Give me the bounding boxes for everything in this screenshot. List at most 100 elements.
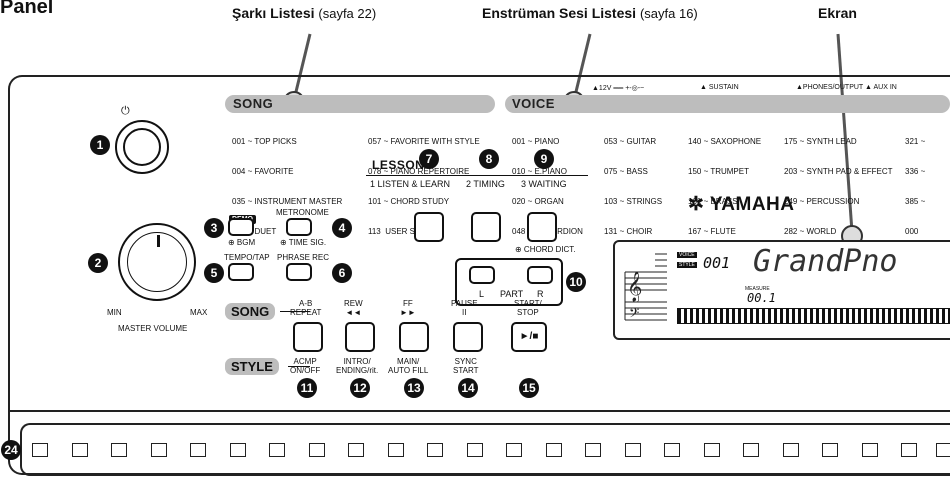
lcd-style-tag: STYLE: [677, 262, 697, 268]
dc-in-label: ▲12V ══ +-◎-−: [592, 85, 645, 92]
voice-icon[interactable]: [862, 443, 878, 457]
song-tag: SONG: [225, 303, 276, 320]
sync-start-label: SYNC START: [453, 357, 479, 375]
svg-text:𝄢: 𝄢: [629, 305, 639, 324]
lesson-waiting-button[interactable]: [527, 212, 557, 242]
voice-icon[interactable]: [269, 443, 285, 457]
phrase-rec-label: PHRASE REC: [277, 253, 330, 262]
voice-icon[interactable]: [822, 443, 838, 457]
song-bar-label: SONG: [233, 96, 274, 111]
lcd-voice-tag: VOICE: [677, 252, 697, 258]
voice-range: 249 ~ PERCUSSION: [784, 197, 860, 206]
voice-range: 001 ~ PIANO: [512, 137, 560, 146]
metronome-label: METRONOME: [276, 208, 329, 217]
bgm-label: ⊕ BGM: [228, 238, 256, 247]
voice-icon[interactable]: [936, 443, 950, 457]
voice-range: 020 ~ ORGAN: [512, 197, 564, 206]
voice-icon[interactable]: [348, 443, 364, 457]
voice-icon[interactable]: [625, 443, 641, 457]
voice-icon[interactable]: [388, 443, 404, 457]
time-sig-label: ⊕ TIME SIG.: [280, 238, 327, 247]
num-8: 8: [479, 149, 499, 169]
lcd-voice-name: GrandPno: [753, 244, 898, 279]
voice-bar-label: VOICE: [512, 96, 555, 111]
num-12: 12: [350, 378, 370, 398]
voice-icon[interactable]: [32, 443, 48, 457]
song-list-callout-page: (sayfa 22): [318, 6, 377, 21]
phrase-rec-button[interactable]: [286, 263, 312, 281]
yamaha-emblem-icon: ✲: [688, 194, 705, 215]
part-group: [455, 258, 563, 306]
lcd-measure-value: 00.1: [747, 291, 776, 305]
voice-icon[interactable]: [546, 443, 562, 457]
lcd-display: 𝄞 𝄢 VOICE STYLE 001 GrandPno MEASURE 00.…: [613, 240, 950, 340]
acmp-ab-repeat-button[interactable]: [293, 322, 323, 352]
power-switch[interactable]: [115, 120, 169, 174]
song-list-callout: Şarkı Listesi (sayfa 22): [232, 5, 376, 21]
num-10: 10: [566, 272, 586, 292]
song-range: 057 ~ FAVORITE WITH STYLE: [368, 137, 480, 146]
ff-label: FF ►►: [400, 299, 416, 317]
voice-icon[interactable]: [427, 443, 443, 457]
sustain-label: ▲ SUSTAIN: [700, 84, 739, 91]
part-r-button[interactable]: [527, 266, 553, 284]
lcd-keyboard-icon: [677, 308, 950, 324]
intro-rew-button[interactable]: [345, 322, 375, 352]
num-15: 15: [519, 378, 539, 398]
voice-icon[interactable]: [72, 443, 88, 457]
phones-label: ▲PHONES/OUTPUT ▲ AUX IN: [796, 84, 897, 91]
num-14: 14: [458, 378, 478, 398]
start-stop-button[interactable]: ►/■: [511, 322, 547, 352]
tempo-tap-button[interactable]: [228, 263, 254, 281]
style-tag: STYLE: [225, 358, 279, 375]
sync-pause-button[interactable]: [453, 322, 483, 352]
voice-icon[interactable]: [664, 443, 680, 457]
voice-range: 150 ~ TRUMPET: [688, 167, 749, 176]
tempo-label: TEMPO/TAP: [224, 253, 270, 262]
chord-dict-label: ⊕ CHORD DICT.: [515, 245, 576, 254]
voice-icon[interactable]: [585, 443, 601, 457]
ab-repeat-label: A-B REPEAT: [290, 299, 322, 317]
voice-icon[interactable]: [704, 443, 720, 457]
voice-bar: [505, 95, 950, 113]
voice-list-col3: 140 ~ SAXOPHONE 150 ~ TRUMPET 161 ~ BRAS…: [688, 117, 761, 247]
voice-icon[interactable]: [467, 443, 483, 457]
start-stop-label: START/ STOP: [514, 299, 542, 317]
num-13: 13: [404, 378, 424, 398]
voice-icon[interactable]: [783, 443, 799, 457]
master-volume-knob[interactable]: [118, 223, 196, 301]
lesson-rule: [366, 175, 588, 176]
num-5: 5: [204, 263, 224, 283]
master-volume-indicator: [157, 235, 160, 247]
rew-label: REW ◄◄: [344, 299, 363, 317]
part-l-button[interactable]: [469, 266, 495, 284]
voice-range: 175 ~ SYNTH LEAD: [784, 137, 857, 146]
lesson-listen-learn-button[interactable]: [414, 212, 444, 242]
power-icon: ⏻: [121, 105, 130, 117]
voice-icon[interactable]: [151, 443, 167, 457]
demo-button[interactable]: [228, 218, 254, 236]
intro-ending-label: INTRO/ ENDING/rit.: [336, 357, 379, 375]
voice-icon[interactable]: [230, 443, 246, 457]
voice-icon[interactable]: [506, 443, 522, 457]
part-label: PART: [500, 289, 524, 299]
volume-max-label: MAX: [190, 308, 208, 317]
song-bar: [225, 95, 495, 113]
voice-icon[interactable]: [309, 443, 325, 457]
lesson-1-label: 1 LISTEN & LEARN: [370, 179, 451, 189]
num-7: 7: [419, 149, 439, 169]
voice-icon[interactable]: [190, 443, 206, 457]
acmp-label: ACMP ON/OFF: [290, 357, 321, 375]
lesson-timing-button[interactable]: [471, 212, 501, 242]
voice-icon[interactable]: [743, 443, 759, 457]
voice-icon-strip: [20, 423, 950, 476]
voice-icon[interactable]: [901, 443, 917, 457]
voice-icon[interactable]: [111, 443, 127, 457]
num-2: 2: [88, 253, 108, 273]
voice-list-callout: Enstrüman Sesi Listesi (sayfa 16): [482, 5, 698, 21]
lcd-number: 001: [703, 254, 731, 272]
main-ff-button[interactable]: [399, 322, 429, 352]
song-range: 001 ~ TOP PICKS: [232, 137, 297, 146]
style-tag-rule: [288, 366, 310, 367]
metronome-button[interactable]: [286, 218, 312, 236]
